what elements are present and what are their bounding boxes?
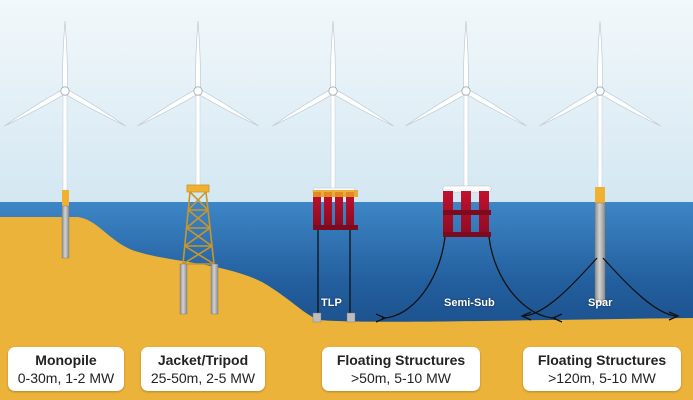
semisub-mooring-1 (381, 236, 446, 319)
jacket-blade-1 (195, 20, 201, 92)
jacket-brace-b-4 (182, 245, 213, 265)
floating-deep-spec: >120m, 5-10 MW (548, 369, 656, 386)
tlp-column-4 (346, 192, 354, 225)
spar-blade-1 (597, 20, 603, 92)
semisub-anchor-2 (551, 313, 563, 323)
spar-blade-3 (539, 88, 602, 127)
foundations (61, 184, 680, 323)
monopile-spec: 0-30m, 1-2 MW (17, 369, 115, 386)
semisub-hub (461, 86, 471, 96)
jacket-pile-1 (179, 263, 188, 315)
tlp-foundation (312, 187, 358, 323)
jacket-brace-b-1 (187, 191, 207, 211)
jacket-brace-a-4 (184, 245, 215, 265)
tlp-label: TLP (321, 297, 342, 309)
jacket-foundation (182, 184, 215, 265)
spar-label: Spar (588, 297, 613, 309)
tlp-column-2 (324, 192, 332, 225)
monopile-turbine (4, 20, 126, 193)
spar-transition (595, 187, 605, 203)
jacket-tower (195, 90, 201, 191)
jacket-label-box: Jacket/Tripod 25-50m, 2-5 MW (141, 347, 265, 391)
turbines (4, 20, 661, 193)
tlp-anchor-2 (346, 312, 356, 323)
jacket-brace-a-2 (187, 209, 211, 229)
semisub-blade-3 (405, 88, 468, 127)
tlp-column-3 (335, 192, 343, 225)
semisub-tower (463, 90, 469, 191)
jacket-brace-b-3 (184, 227, 211, 247)
spar-blade-2 (598, 88, 661, 127)
jacket-platform (186, 184, 210, 193)
sky (0, 0, 693, 205)
floating-mid-spec: >50m, 5-10 MW (351, 369, 451, 386)
jacket-brace-a-1 (189, 191, 209, 211)
spar-foundation (520, 187, 680, 321)
spar-hull (594, 202, 606, 304)
semisub-pontoon (443, 232, 491, 237)
tlp-anchor-1 (312, 312, 322, 323)
semisub-turbine (405, 20, 527, 191)
spar-hub (595, 86, 605, 96)
monopile-blade-1 (62, 20, 68, 92)
tlp-tower (330, 90, 336, 191)
jacket-brace-a-3 (186, 227, 213, 247)
monopile-tower (62, 90, 68, 193)
monopile-transition (62, 190, 69, 206)
semisub-anchor-1 (375, 313, 387, 323)
tlp-blade-2 (331, 88, 394, 127)
tlp-blade-1 (330, 20, 336, 92)
monopile-blade-2 (63, 88, 126, 127)
spar-mooring-1 (523, 257, 598, 317)
tlp-column-1 (313, 192, 321, 225)
jacket-blade-2 (196, 88, 259, 127)
floating-mid-title: Floating Structures (336, 351, 466, 368)
spar-anchor-1 (520, 311, 532, 321)
semisub-blade-2 (464, 88, 527, 127)
jacket-turbine (137, 20, 259, 191)
monopile-pile (61, 205, 70, 259)
floating-mid-label-box: Floating Structures >50m, 5-10 MW (322, 347, 480, 391)
semisub-brace (443, 210, 491, 215)
tlp-turbine (272, 20, 394, 191)
floating-deep-label-box: Floating Structures >120m, 5-10 MW (523, 347, 681, 391)
monopile-title: Monopile (35, 351, 97, 368)
semisub-blade-1 (463, 20, 469, 92)
tlp-yellow-band (313, 190, 358, 197)
jacket-pile-2 (210, 263, 219, 315)
jacket-blade-3 (137, 88, 200, 127)
spar-turbine (539, 20, 661, 191)
spar-tower (597, 90, 603, 191)
monopile-blade-3 (4, 88, 67, 127)
jacket-hub (193, 86, 203, 96)
floating-deep-title: Floating Structures (537, 351, 667, 368)
jacket-brace-b-2 (185, 209, 209, 229)
semisub-label: Semi-Sub (444, 297, 495, 309)
tlp-blade-3 (272, 88, 335, 127)
jacket-spec: 25-50m, 2-5 MW (150, 369, 256, 386)
monopile-hub (60, 86, 70, 96)
spar-anchor-2 (668, 311, 680, 321)
monopile-foundation (61, 190, 70, 259)
tlp-hub (328, 86, 338, 96)
monopile-label-box: Monopile 0-30m, 1-2 MW (8, 347, 124, 391)
semisub-foundation (375, 185, 563, 323)
spar-mooring-2 (602, 257, 677, 317)
semisub-mooring-2 (488, 236, 557, 319)
jacket-title: Jacket/Tripod (157, 351, 249, 368)
tlp-pontoon (313, 225, 358, 230)
